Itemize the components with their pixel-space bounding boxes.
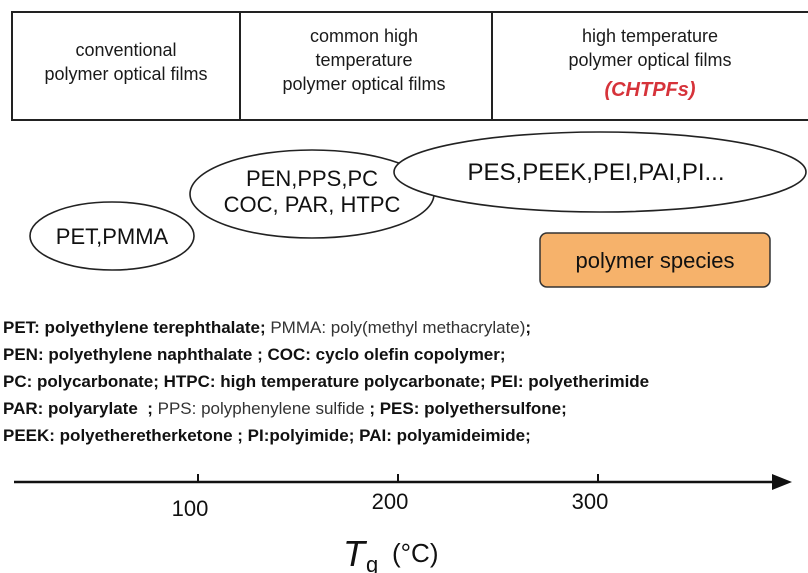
- abbreviation-segment: ;: [233, 426, 248, 445]
- axis-title-main: T: [343, 533, 368, 573]
- header-cell-3-highlight: (CHTPFs): [604, 79, 695, 101]
- header-cell-1-line-2: polymer optical films: [44, 64, 207, 84]
- tg-axis: 100 200 300: [14, 474, 792, 521]
- group-1-label: PET,PMMA: [56, 224, 169, 249]
- abbreviation-list: PET: polyethylene terephthalate; PMMA: p…: [3, 318, 649, 445]
- abbreviation-line: PC: polycarbonate; HTPC: high temperatur…: [3, 372, 649, 391]
- abbreviation-segment: PMMA: poly(methyl methacrylate): [266, 318, 526, 337]
- abbreviation-segment: PEI: polyetherimide: [486, 372, 649, 391]
- abbreviation-segment: PC: polycarbonate;: [3, 372, 159, 391]
- abbreviation-segment: ;: [365, 399, 375, 418]
- abbreviation-line: PEEK: polyetheretherketone ; PI:polyimid…: [3, 426, 531, 445]
- abbreviation-segment: PEN: polyethylene naphthalate: [3, 345, 252, 364]
- group-2-label-line-1: PEN,PPS,PC: [246, 166, 378, 191]
- abbreviation-segment: PAI: polyamideimide;: [354, 426, 530, 445]
- abbreviation-segment: ;: [138, 399, 158, 418]
- category-table: conventional polymer optical films commo…: [11, 11, 808, 121]
- polymer-species-badge: polymer species: [539, 232, 771, 288]
- polymer-groups: PET,PMMA PEN,PPS,PC COC, PAR, HTPC PES,P…: [29, 131, 807, 271]
- abbreviation-segment: ;: [252, 345, 267, 364]
- header-cell-2-line-1: common high: [310, 26, 418, 46]
- abbreviation-segment: PI:polyimide;: [248, 426, 355, 445]
- abbreviation-segment: PPS: polyphenylene sulfide: [158, 399, 365, 418]
- group-ellipse-3: [393, 131, 807, 213]
- header-cell-1-line-1: conventional: [75, 40, 176, 60]
- axis-title-unit: (°C): [392, 538, 439, 568]
- axis-tick-label-100: 100: [172, 496, 209, 521]
- abbreviation-line: PEN: polyethylene naphthalate ; COC: cyc…: [3, 345, 506, 364]
- header-cell-3-line-1: high temperature: [582, 26, 718, 46]
- group-ellipse-1: [29, 201, 195, 271]
- axis-title: T g (°C): [343, 533, 439, 573]
- axis-tick-label-300: 300: [572, 489, 609, 514]
- axis-title-sub: g: [366, 552, 378, 573]
- header-cell-2-line-2: temperature: [315, 50, 412, 70]
- abbreviation-segment: ;: [525, 318, 531, 337]
- abbreviation-line: PAR: polyarylate ; PPS: polyphenylene su…: [3, 399, 567, 418]
- abbreviation-segment: HTPC: high temperature polycarbonate: [159, 372, 480, 391]
- axis-arrow: [772, 474, 792, 490]
- abbreviation-segment: COC: cyclo olefin copolymer;: [268, 345, 506, 364]
- abbreviation-segment: PEEK: polyetheretherketone: [3, 426, 233, 445]
- table-border: [11, 11, 808, 121]
- badge-box: [539, 232, 771, 288]
- badge-label: polymer species: [576, 248, 735, 273]
- header-cell-3-line-2: polymer optical films: [568, 50, 731, 70]
- abbreviation-line: PET: polyethylene terephthalate; PMMA: p…: [3, 318, 531, 337]
- group-3-label: PES,PEEK,PEI,PAI,PI...: [468, 159, 725, 186]
- axis-tick-label-200: 200: [372, 489, 409, 514]
- abbreviation-segment: PET: polyethylene terephthalate;: [3, 318, 266, 337]
- abbreviation-segment: ;: [480, 372, 486, 391]
- group-2-label-line-2: COC, PAR, HTPC: [224, 192, 401, 217]
- header-cell-2-line-3: polymer optical films: [282, 74, 445, 94]
- abbreviation-segment: PAR: polyarylate: [3, 399, 138, 418]
- abbreviation-segment: PES: polyethersulfone;: [375, 399, 567, 418]
